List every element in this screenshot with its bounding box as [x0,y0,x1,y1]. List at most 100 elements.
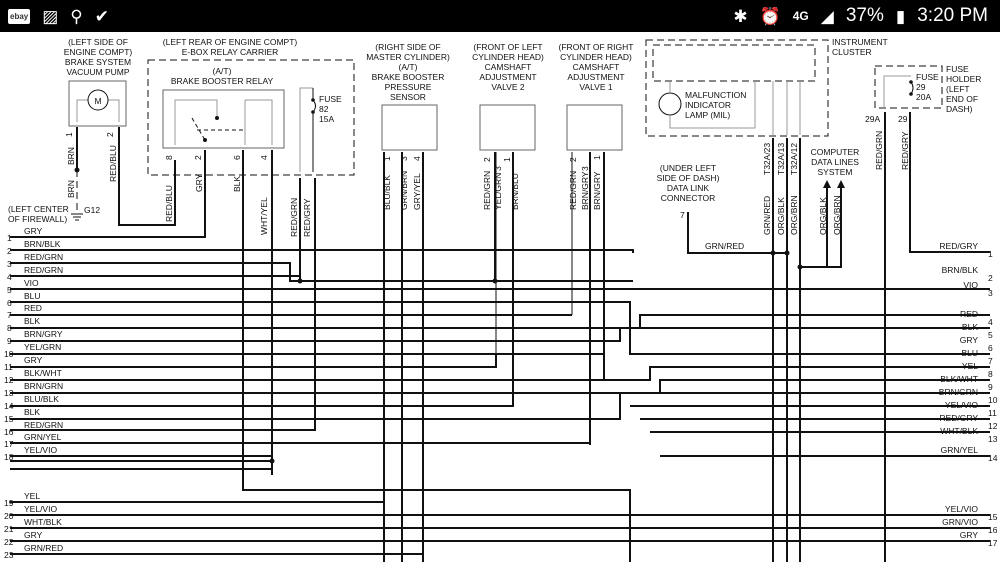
svg-text:2: 2 [568,157,578,162]
pin-number: 13 [4,387,14,398]
svg-text:CAMSHAFT: CAMSHAFT [573,62,620,72]
wire-color-label: YEL/VIO [24,504,58,514]
svg-text:29A: 29A [865,114,880,124]
svg-text:ADJUSTMENT: ADJUSTMENT [479,72,536,82]
svg-text:1: 1 [382,156,392,161]
svg-text:(LEFT SIDE OF: (LEFT SIDE OF [68,37,128,47]
svg-text:RED/BLU: RED/BLU [108,145,118,182]
check-icon: ✔ [94,6,109,26]
svg-text:T32A/23: T32A/23 [762,143,772,175]
pin-number: 11 [4,362,13,372]
wire-color-label: YEL [961,361,978,371]
lamp-icon [658,92,682,116]
svg-text:VALVE 1: VALVE 1 [579,82,613,92]
pin-number: 1 [7,233,12,243]
svg-text:1: 1 [502,157,512,162]
svg-text:(RIGHT SIDE OF: (RIGHT SIDE OF [375,42,441,52]
svg-text:DATA LINK: DATA LINK [667,183,710,193]
wire-color-label: BLK [24,316,41,327]
instrument-cluster: INSTRUMENT CLUSTER MALFUNCTION INDICATOR… [645,37,888,562]
svg-text:CYLINDER HEAD): CYLINDER HEAD) [472,52,544,62]
svg-text:OF FIREWALL): OF FIREWALL) [8,214,67,224]
battery-icon: ▮ [895,6,906,26]
left-connector [10,249,990,555]
svg-text:CONNECTOR: CONNECTOR [661,193,716,203]
data-link-connector: (UNDER LEFT SIDE OF DASH) DATA LINK CONN… [657,163,787,254]
svg-text:GRY/YEL: GRY/YEL [412,173,422,210]
pin-number: 22 [4,537,14,547]
clock: 3:20 PM [917,5,988,26]
svg-text:GRN/RED: GRN/RED [762,196,772,235]
wire-color-label: RED/GRY [939,413,978,423]
wire-color-label: RED/GRN [24,251,64,262]
pin-number: 15 [988,512,998,522]
pin-number: 23 [4,550,14,560]
pin-number: 9 [988,382,993,392]
svg-text:GRY: GRY [194,173,204,192]
svg-text:PRESSURE: PRESSURE [385,82,432,92]
svg-text:(UNDER LEFT: (UNDER LEFT [660,163,716,173]
wire-color-label: RED [960,309,978,319]
wire-color-label: BLK/WHT [24,367,62,378]
svg-text:SIDE OF DASH): SIDE OF DASH) [657,173,720,183]
svg-text:COMPUTER: COMPUTER [811,147,860,157]
pin-number: 5 [7,284,12,295]
svg-text:GRN/RED: GRN/RED [705,241,744,251]
pin-number: 17 [988,538,998,548]
svg-text:1: 1 [64,132,74,137]
wire-color-label: RED/GRN [24,264,64,275]
wire-color-label: YEL/GRN [24,342,62,353]
wire-color-label: GRN/RED [24,543,64,553]
wire-color-label: GRN/YEL [24,432,62,443]
wire-color-label: BLK [24,406,41,417]
svg-text:BRAKE BOOSTER RELAY: BRAKE BOOSTER RELAY [171,76,274,86]
wire-color-label: VIO [963,280,978,290]
svg-text:RED/GRN: RED/GRN [482,171,492,210]
svg-text:SENSOR: SENSOR [390,92,426,102]
signal-icon: ◢ [820,6,834,26]
wire-color-label: BLK/WHT [940,374,978,384]
svg-text:DATA LINES: DATA LINES [811,157,859,167]
wire-color-label: WHT/BLK [940,426,978,436]
wire-color-label: BRN/GRN [938,387,978,397]
pin-number: 8 [988,369,993,379]
pin-number: 5 [988,330,993,340]
svg-text:CAMSHAFT: CAMSHAFT [485,62,532,72]
network-type: 4G [792,9,809,23]
svg-text:BLK: BLK [232,176,242,192]
svg-text:3: 3 [399,156,409,161]
pin-number: 16 [988,525,998,535]
fuse-holder: FUSE HOLDER (LEFT END OF DASH) FUSE 29 2… [865,64,990,562]
computer-data-lines: COMPUTER DATA LINES SYSTEM ORG/BLK ORG/B… [800,147,860,268]
svg-text:RED/GRN: RED/GRN [568,171,578,210]
svg-text:BRN/BLU: BRN/BLU [510,173,520,210]
pin-number: 11 [988,408,997,418]
wire-color-label: RED/GRN [24,419,64,430]
location-icon: ⚲ [70,6,83,26]
svg-text:RED/GRY: RED/GRY [900,131,910,170]
wire-color-label: BRN/GRY [24,329,63,340]
svg-text:ENGINE COMPT): ENGINE COMPT) [64,47,133,57]
wire-color-label: GRY [24,530,43,540]
svg-text:7: 7 [680,210,685,220]
svg-text:MASTER CYLINDER): MASTER CYLINDER) [366,52,450,62]
svg-text:(LEFT CENTER: (LEFT CENTER [8,204,69,214]
wire-color-label: BRN/BLK [24,238,61,249]
svg-text:RED/BLU: RED/BLU [164,185,174,222]
svg-text:(FRONT OF RIGHT: (FRONT OF RIGHT [559,42,634,52]
svg-text:6: 6 [232,155,242,160]
pin-number: 6 [988,343,993,353]
pin-number: 19 [4,498,14,508]
ground-g12: (LEFT CENTER OF FIREWALL) G12 [8,204,100,224]
wire-color-label: BRN/BLK [941,265,978,275]
relay-carrier: (LEFT REAR OF ENGINE COMPT) E-BOX RELAY … [10,37,631,562]
svg-text:HOLDER: HOLDER [946,74,981,84]
battery-percent: 37% [845,5,884,26]
svg-text:BRAKE BOOSTER: BRAKE BOOSTER [372,72,445,82]
svg-text:GRN/BRN: GRN/BRN [399,171,409,210]
svg-text:YEL/GRN: YEL/GRN [493,173,503,210]
wire-color-label: VIO [24,277,39,288]
motor-icon [87,89,109,111]
wire-color-label: YEL/VIO [24,445,58,456]
svg-text:CLUSTER: CLUSTER [832,47,872,57]
